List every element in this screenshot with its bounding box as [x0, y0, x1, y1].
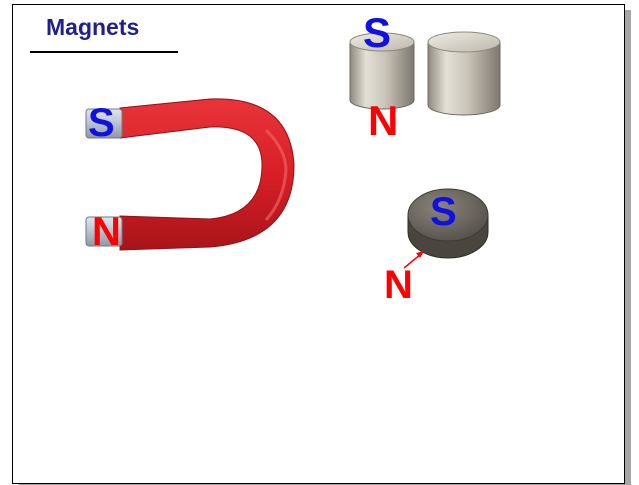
- horseshoe-magnet: [85, 98, 295, 251]
- cylinder-magnet-right: [427, 31, 501, 116]
- cylinder-south-label: S: [363, 9, 392, 56]
- horseshoe-south-tip: [85, 108, 123, 139]
- horseshoe-north-label: N: [92, 210, 121, 254]
- cylinder-magnet-left: [349, 32, 415, 110]
- disc-south-label: S: [430, 190, 457, 234]
- cylinder-magnet-pair: [349, 31, 501, 116]
- disc-north-label: N: [384, 263, 413, 307]
- slide-title: Magnets: [46, 14, 140, 40]
- title-underline: [30, 51, 178, 53]
- horseshoe-south-label: S: [88, 101, 115, 145]
- disc-magnet: [407, 188, 489, 259]
- horseshoe-north-tip: [85, 216, 123, 247]
- cylinder-north-label: N: [368, 97, 399, 144]
- north-pointer-arrow: [403, 251, 424, 269]
